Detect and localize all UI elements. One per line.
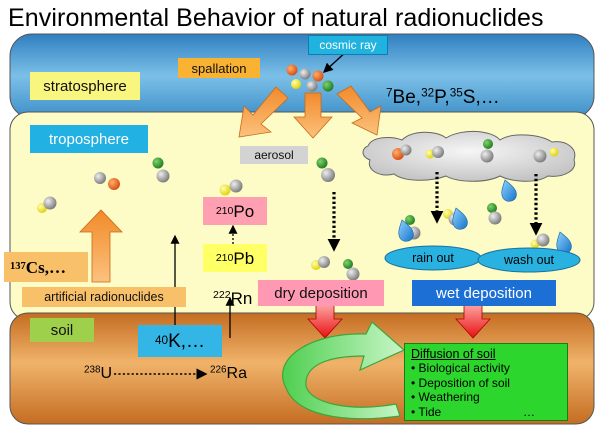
page-title: Environmental Behavior of natural radion… — [8, 4, 544, 32]
cloud — [362, 131, 576, 182]
diffusion-heading: Diffusion of soil — [411, 347, 496, 361]
wash-out-ellipse — [477, 247, 581, 273]
rain-out-label: rain out — [412, 250, 454, 265]
soil-circulation-arrow — [282, 321, 406, 420]
troposphere-tag: troposphere — [30, 125, 148, 153]
diffusion-item: • Deposition of soil — [411, 375, 510, 390]
diffusion-item: • Weathering — [411, 390, 480, 405]
wash-out-label: wash out — [503, 252, 555, 267]
wet-deposition-label: wet deposition — [412, 280, 556, 306]
rain-drops — [398, 179, 572, 254]
uranium-238-label: 238U — [84, 364, 113, 382]
artificial-radionuclides-label: artificial radionuclides — [22, 287, 186, 307]
cosmogenic-nuclides-label: 7Be,32P,35S,… — [386, 86, 500, 108]
aerosol-tag: aerosol — [240, 146, 308, 164]
artificial-up-arrow — [79, 209, 123, 283]
spallation-label: spallation — [178, 58, 260, 78]
dry-deposition-label: dry deposition — [258, 280, 384, 306]
stratosphere-tag: stratosphere — [30, 72, 140, 100]
deposition-dotted-arrows — [327, 172, 543, 252]
radon-222-label: 222Rn — [213, 289, 253, 308]
cosmic-ray-label: cosmic ray — [308, 35, 388, 55]
diffusion-item: • Tide… — [411, 404, 535, 419]
aerosol-particles — [37, 139, 559, 281]
soil-tag: soil — [30, 318, 94, 342]
diffusion-of-soil-box: Diffusion of soil • Biological activity … — [404, 343, 568, 421]
spallation-arrows — [238, 85, 382, 139]
diffusion-ellipsis: … — [523, 404, 535, 419]
spallation-particles — [286, 64, 334, 92]
radium-226-label: 226Ra — [210, 364, 247, 382]
diffusion-item: • Biological activity — [411, 361, 510, 376]
